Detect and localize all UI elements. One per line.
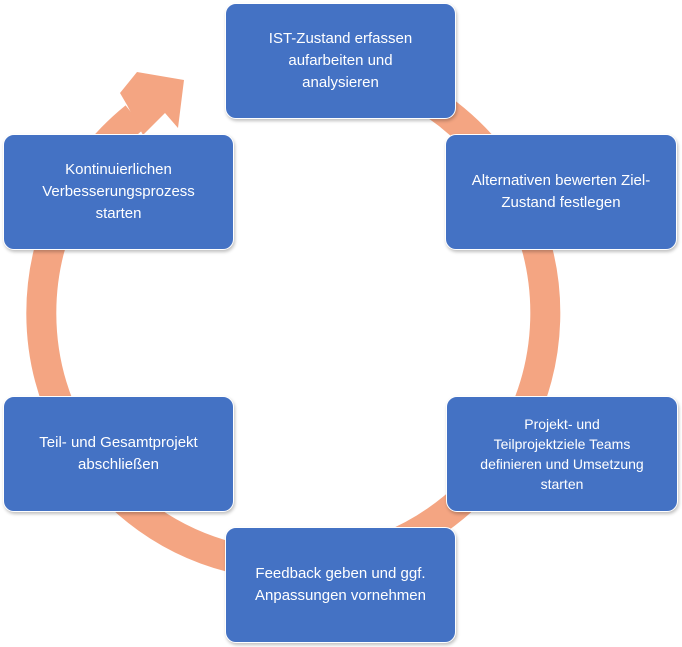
step-kvp-starten: Kontinuierlichen Verbesserungsprozess st… bbox=[3, 134, 234, 250]
step-alternativen-bewerten: Alternativen bewerten Ziel- Zustand fest… bbox=[445, 134, 677, 250]
step-projektziele-definieren: Projekt- und Teilprojektziele Teams defi… bbox=[446, 396, 678, 512]
step-projekt-abschliessen: Teil- und Gesamtprojekt abschließen bbox=[3, 396, 234, 512]
step-ist-zustand-erfassen: IST-Zustand erfassen aufarbeiten und ana… bbox=[225, 3, 456, 119]
cycle-arrow-head bbox=[120, 72, 184, 135]
step-feedback-geben: Feedback geben und ggf. Anpassungen vorn… bbox=[225, 527, 456, 643]
